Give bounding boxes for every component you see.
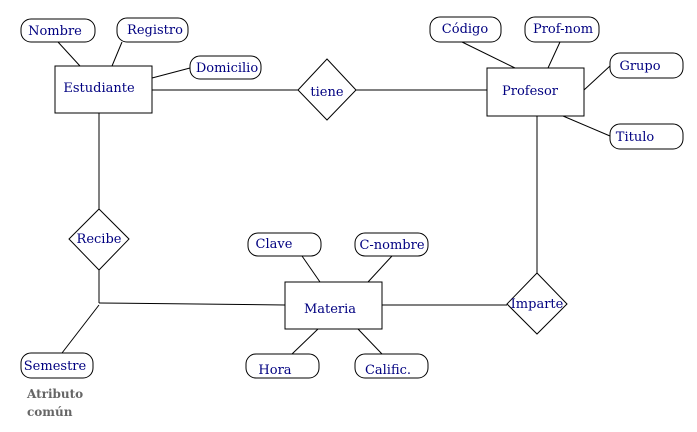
edge-clave-materia — [301, 255, 321, 283]
attribute-c-nombre-label: C-nombre — [359, 238, 424, 253]
attribute-semestre: Semestre — [20, 352, 94, 379]
edge-domicilio-estudiante — [151, 67, 191, 79]
attribute-registro-label: Registro — [127, 23, 183, 38]
attribute-domicilio: Domicilio — [189, 55, 262, 80]
relationship-tiene-label: tiene — [310, 85, 343, 100]
attribute-clave-label: Clave — [256, 237, 293, 252]
edge-registro-estudiante — [111, 41, 123, 67]
edge-calific-materia — [357, 328, 383, 355]
attribute-registro: Registro — [116, 17, 189, 43]
edge-hora-materia — [291, 328, 319, 355]
edge-junction-semestre — [61, 304, 100, 354]
common-attribute-note: Atributo común — [26, 387, 83, 419]
attribute-nombre-label: Nombre — [28, 24, 82, 39]
attribute-semestre-label: Semestre — [24, 359, 87, 374]
attribute-grupo: Grupo — [609, 52, 684, 79]
note-line-2: común — [27, 405, 73, 419]
attribute-hora: Hora — [245, 353, 320, 379]
attribute-calific-label: Calific. — [365, 363, 411, 378]
relationship-recibe-label: Recibe — [77, 232, 122, 247]
attribute-titulo-label: Titulo — [616, 130, 655, 145]
attribute-grupo-label: Grupo — [619, 59, 660, 74]
edge-profnom-profesor — [547, 41, 561, 69]
entity-materia-label: Materia — [304, 302, 356, 317]
note-line-1: Atributo — [26, 387, 83, 401]
attribute-prof-nom: Prof-nom — [524, 16, 600, 43]
attribute-codigo-label: Código — [442, 22, 489, 37]
relationship-tiene: tiene — [297, 58, 357, 121]
relationship-recibe: Recibe — [68, 208, 130, 271]
attribute-nombre: Nombre — [20, 18, 96, 43]
edge-grupo-profesor — [583, 65, 611, 91]
edge-codigo-profesor — [461, 41, 516, 69]
edge-junction-materia — [98, 302, 286, 306]
attribute-hora-label: Hora — [258, 363, 291, 378]
edge-cnombre-materia — [367, 255, 393, 283]
attribute-calific: Calific. — [354, 353, 429, 379]
edge-titulo-profesor — [562, 115, 611, 137]
attribute-clave: Clave — [247, 232, 322, 257]
attribute-c-nombre: C-nombre — [354, 232, 429, 257]
connectors — [57, 41, 611, 355]
edge-nombre-estudiante — [57, 41, 81, 67]
entity-profesor: Profesor — [486, 67, 585, 117]
entity-estudiante-label: Estudiante — [63, 81, 135, 96]
attribute-titulo: Titulo — [609, 123, 684, 150]
attribute-prof-nom-label: Prof-nom — [533, 22, 593, 37]
entity-estudiante: Estudiante — [54, 65, 153, 114]
entity-profesor-label: Profesor — [502, 84, 559, 99]
relationship-imparte-label: Imparte — [511, 297, 564, 312]
attribute-domicilio-label: Domicilio — [196, 61, 258, 76]
attribute-codigo: Código — [429, 16, 502, 43]
relationship-imparte: Imparte — [506, 272, 568, 335]
entity-materia: Materia — [284, 281, 383, 330]
